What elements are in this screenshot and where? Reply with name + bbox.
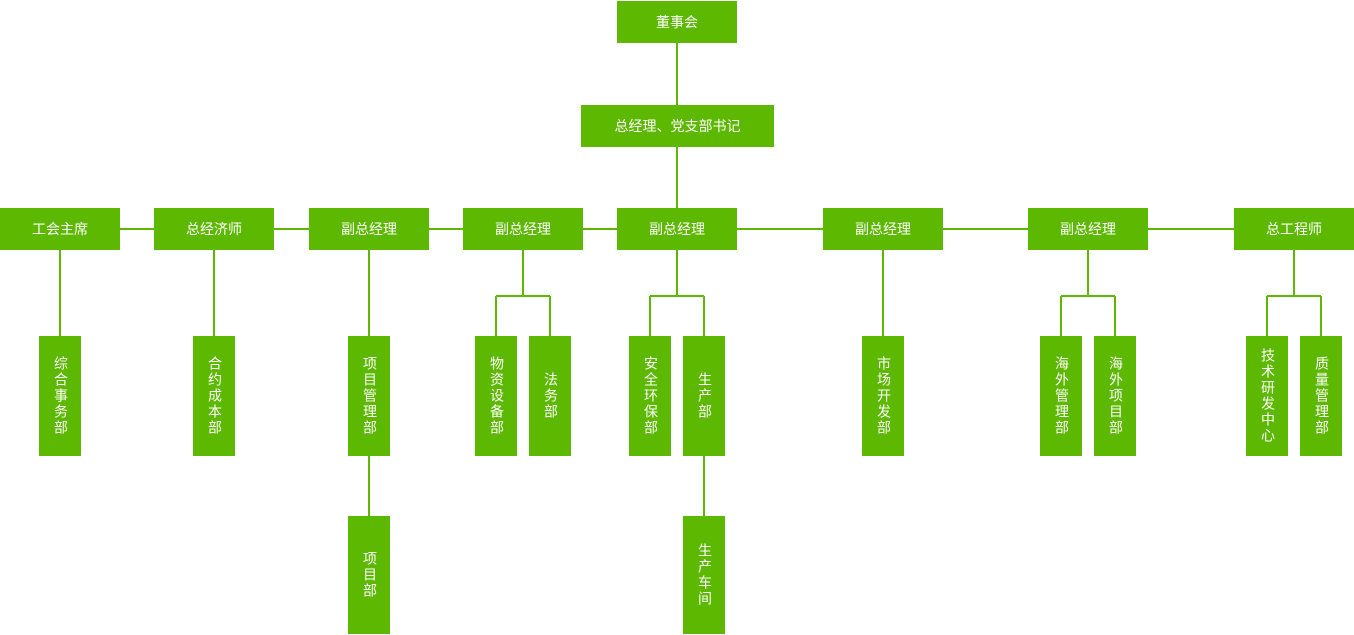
node-chief-economist: 总经济师: [154, 208, 274, 250]
node-tech-rnd-center: 技术研发中心: [1246, 336, 1288, 456]
node-chief-engineer: 总工程师: [1234, 208, 1354, 250]
node-deputy-gm-2: 副总经理: [463, 208, 583, 250]
node-deputy-gm-3: 副总经理: [617, 208, 737, 250]
node-safety-environment: 安全环保部: [629, 336, 671, 456]
node-quality-management: 质量管理部: [1300, 336, 1342, 456]
node-general-manager: 总经理、党支部书记: [581, 105, 774, 147]
node-production: 生产部: [683, 336, 725, 456]
node-market-development: 市场开发部: [862, 336, 904, 456]
node-general-affairs: 综合事务部: [39, 336, 81, 456]
node-union-chairman: 工会主席: [0, 208, 120, 250]
node-materials-equipment: 物资设备部: [475, 336, 517, 456]
node-production-workshop: 生产车间: [683, 516, 725, 634]
node-deputy-gm-4: 副总经理: [823, 208, 943, 250]
node-overseas-projects: 海外项目部: [1094, 336, 1136, 456]
node-project-dept: 项目部: [348, 516, 390, 634]
node-project-management: 项目管理部: [348, 336, 390, 456]
node-deputy-gm-5: 副总经理: [1028, 208, 1148, 250]
node-overseas-management: 海外管理部: [1040, 336, 1082, 456]
node-contract-cost: 合约成本部: [193, 336, 235, 456]
node-deputy-gm-1: 副总经理: [309, 208, 429, 250]
node-board: 董事会: [617, 1, 737, 43]
node-legal: 法务部: [529, 336, 571, 456]
